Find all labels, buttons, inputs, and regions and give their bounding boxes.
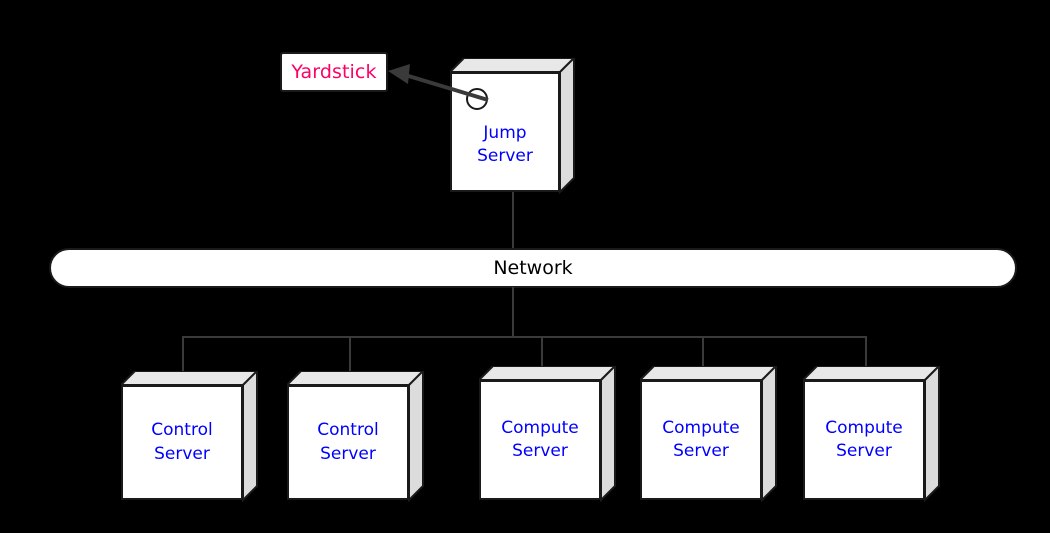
yardstick-label: Yardstick (291, 61, 377, 83)
control-server-1[interactable]: Control Server (121, 371, 258, 502)
compute-server-3-side-face (924, 366, 940, 502)
link-jump-to-network (512, 192, 514, 249)
control-server-2-label: Control Server (317, 420, 379, 464)
compute-server-2-label: Compute Server (662, 417, 740, 461)
control-server-1-front-face: Control Server (121, 385, 243, 500)
compute-server-2[interactable]: Compute Server (640, 366, 777, 502)
compute-server-3-label: Compute Server (825, 417, 903, 461)
control-server-1-3d-shell (121, 371, 258, 502)
compute-server-2-side-face (761, 366, 777, 502)
compute-server-2-3d-shell (640, 366, 777, 502)
compute-server-3-top-face (803, 366, 940, 381)
control-server-2[interactable]: Control Server (287, 371, 424, 502)
drop-line-control-server-1 (182, 336, 184, 374)
compute-server-1-3d-shell (479, 366, 616, 502)
drop-line-compute-server-2 (702, 336, 704, 368)
compute-server-3[interactable]: Compute Server (803, 366, 940, 502)
compute-server-1-front-face: Compute Server (479, 380, 601, 500)
yardstick-box[interactable]: Yardstick (280, 52, 388, 92)
control-server-2-top-face (287, 371, 424, 386)
jump-server-label: Jump Server (477, 122, 533, 166)
jump-server-side-face (559, 58, 575, 194)
compute-server-3-front-face: Compute Server (803, 380, 925, 500)
control-server-2-front-face: Control Server (287, 385, 409, 500)
control-server-2-side-face (408, 371, 424, 502)
compute-server-2-front-face: Compute Server (640, 380, 762, 500)
link-network-to-bus (512, 287, 514, 337)
network-bar[interactable]: Network (49, 248, 1017, 288)
control-server-1-side-face (242, 371, 258, 502)
control-server-1-label: Control Server (151, 420, 213, 464)
yardstick-arrow (388, 64, 489, 102)
arrow-shaft (401, 72, 489, 102)
compute-server-1-label: Compute Server (501, 417, 579, 461)
compute-server-1-top-face (479, 366, 616, 381)
arrow-head-icon (388, 64, 410, 84)
drop-line-compute-server-1 (541, 336, 543, 368)
network-label: Network (493, 257, 573, 279)
drop-line-control-server-2 (349, 336, 351, 374)
compute-server-1-side-face (600, 366, 616, 502)
drop-line-compute-server-3 (865, 336, 867, 368)
compute-server-1[interactable]: Compute Server (479, 366, 616, 502)
distribution-bus (182, 336, 867, 338)
compute-server-2-top-face (640, 366, 777, 381)
control-server-1-top-face (121, 371, 258, 386)
